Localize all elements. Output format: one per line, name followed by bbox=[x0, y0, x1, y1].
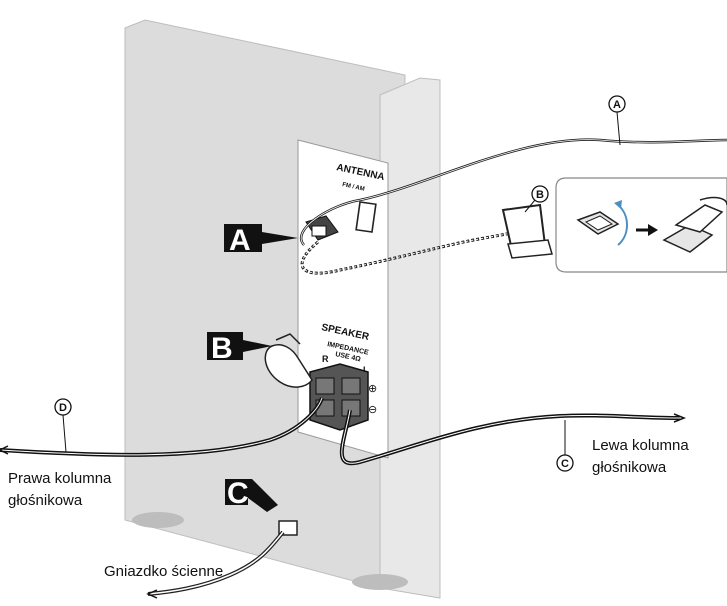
right-speaker-label-line2: głośnikowa bbox=[8, 492, 83, 509]
power-cord bbox=[146, 520, 298, 599]
fm-am-label: FM / AM bbox=[342, 182, 366, 193]
step-b-callout: B bbox=[207, 332, 272, 365]
antenna-assembly-inset bbox=[555, 177, 727, 273]
step-c-callout: C bbox=[225, 477, 278, 512]
minus-label: ⊖ bbox=[368, 404, 377, 416]
antenna-cable-a-highlight bbox=[300, 139, 727, 246]
unit-body bbox=[124, 19, 441, 599]
step-a-callout: A bbox=[224, 224, 298, 257]
left-speaker-label-line2: głośnikowa bbox=[592, 459, 667, 476]
step-c-label: C bbox=[227, 477, 249, 510]
right-channel-label: R bbox=[322, 354, 329, 364]
terminal-l-minus[interactable] bbox=[341, 399, 361, 417]
left-channel-label: L bbox=[363, 365, 369, 375]
terminal-r-plus[interactable] bbox=[315, 377, 335, 395]
svg-text:D: D bbox=[59, 402, 67, 414]
foot-right bbox=[352, 574, 408, 590]
plus-label: ⊕ bbox=[368, 383, 377, 395]
power-inlet[interactable] bbox=[278, 520, 298, 536]
finger-illustration bbox=[264, 333, 313, 388]
right-speaker-label-line1: Prawa kolumna bbox=[8, 470, 112, 487]
terminal-l-plus[interactable] bbox=[341, 377, 361, 395]
wall-outlet-arrow-icon bbox=[146, 589, 158, 599]
left-cable-arrow-icon bbox=[673, 413, 687, 423]
right-speaker-cable-d-highlight bbox=[0, 397, 323, 456]
wall-outlet-label: Gniazdko ścienne bbox=[104, 563, 223, 580]
svg-text:A: A bbox=[613, 99, 621, 111]
speaker-section: SPEAKER IMPEDANCE USE 4Ω R L ⊕ ⊖ bbox=[309, 322, 377, 431]
speaker-terminal-block[interactable] bbox=[309, 363, 369, 431]
callout-b: B bbox=[524, 185, 549, 213]
svg-text:B: B bbox=[536, 189, 544, 201]
fm-am-socket[interactable] bbox=[355, 201, 377, 233]
svg-text:C: C bbox=[561, 458, 569, 470]
loop-antenna bbox=[501, 203, 553, 259]
step-b-label: B bbox=[211, 332, 233, 365]
left-speaker-label-line1: Lewa kolumna bbox=[592, 437, 689, 454]
step-a-label: A bbox=[229, 224, 251, 257]
antenna-section: ANTENNA FM / AM bbox=[305, 162, 385, 241]
foot-left bbox=[132, 512, 184, 528]
callout-a: A bbox=[608, 95, 626, 146]
callout-c: C bbox=[556, 420, 574, 472]
left-speaker-cable-c-highlight bbox=[341, 409, 681, 464]
antenna-plug-face bbox=[311, 225, 327, 237]
loop-antenna-wire-twist bbox=[301, 231, 516, 274]
callout-d: D bbox=[54, 398, 72, 453]
right-cable-arrow-icon bbox=[0, 445, 9, 455]
